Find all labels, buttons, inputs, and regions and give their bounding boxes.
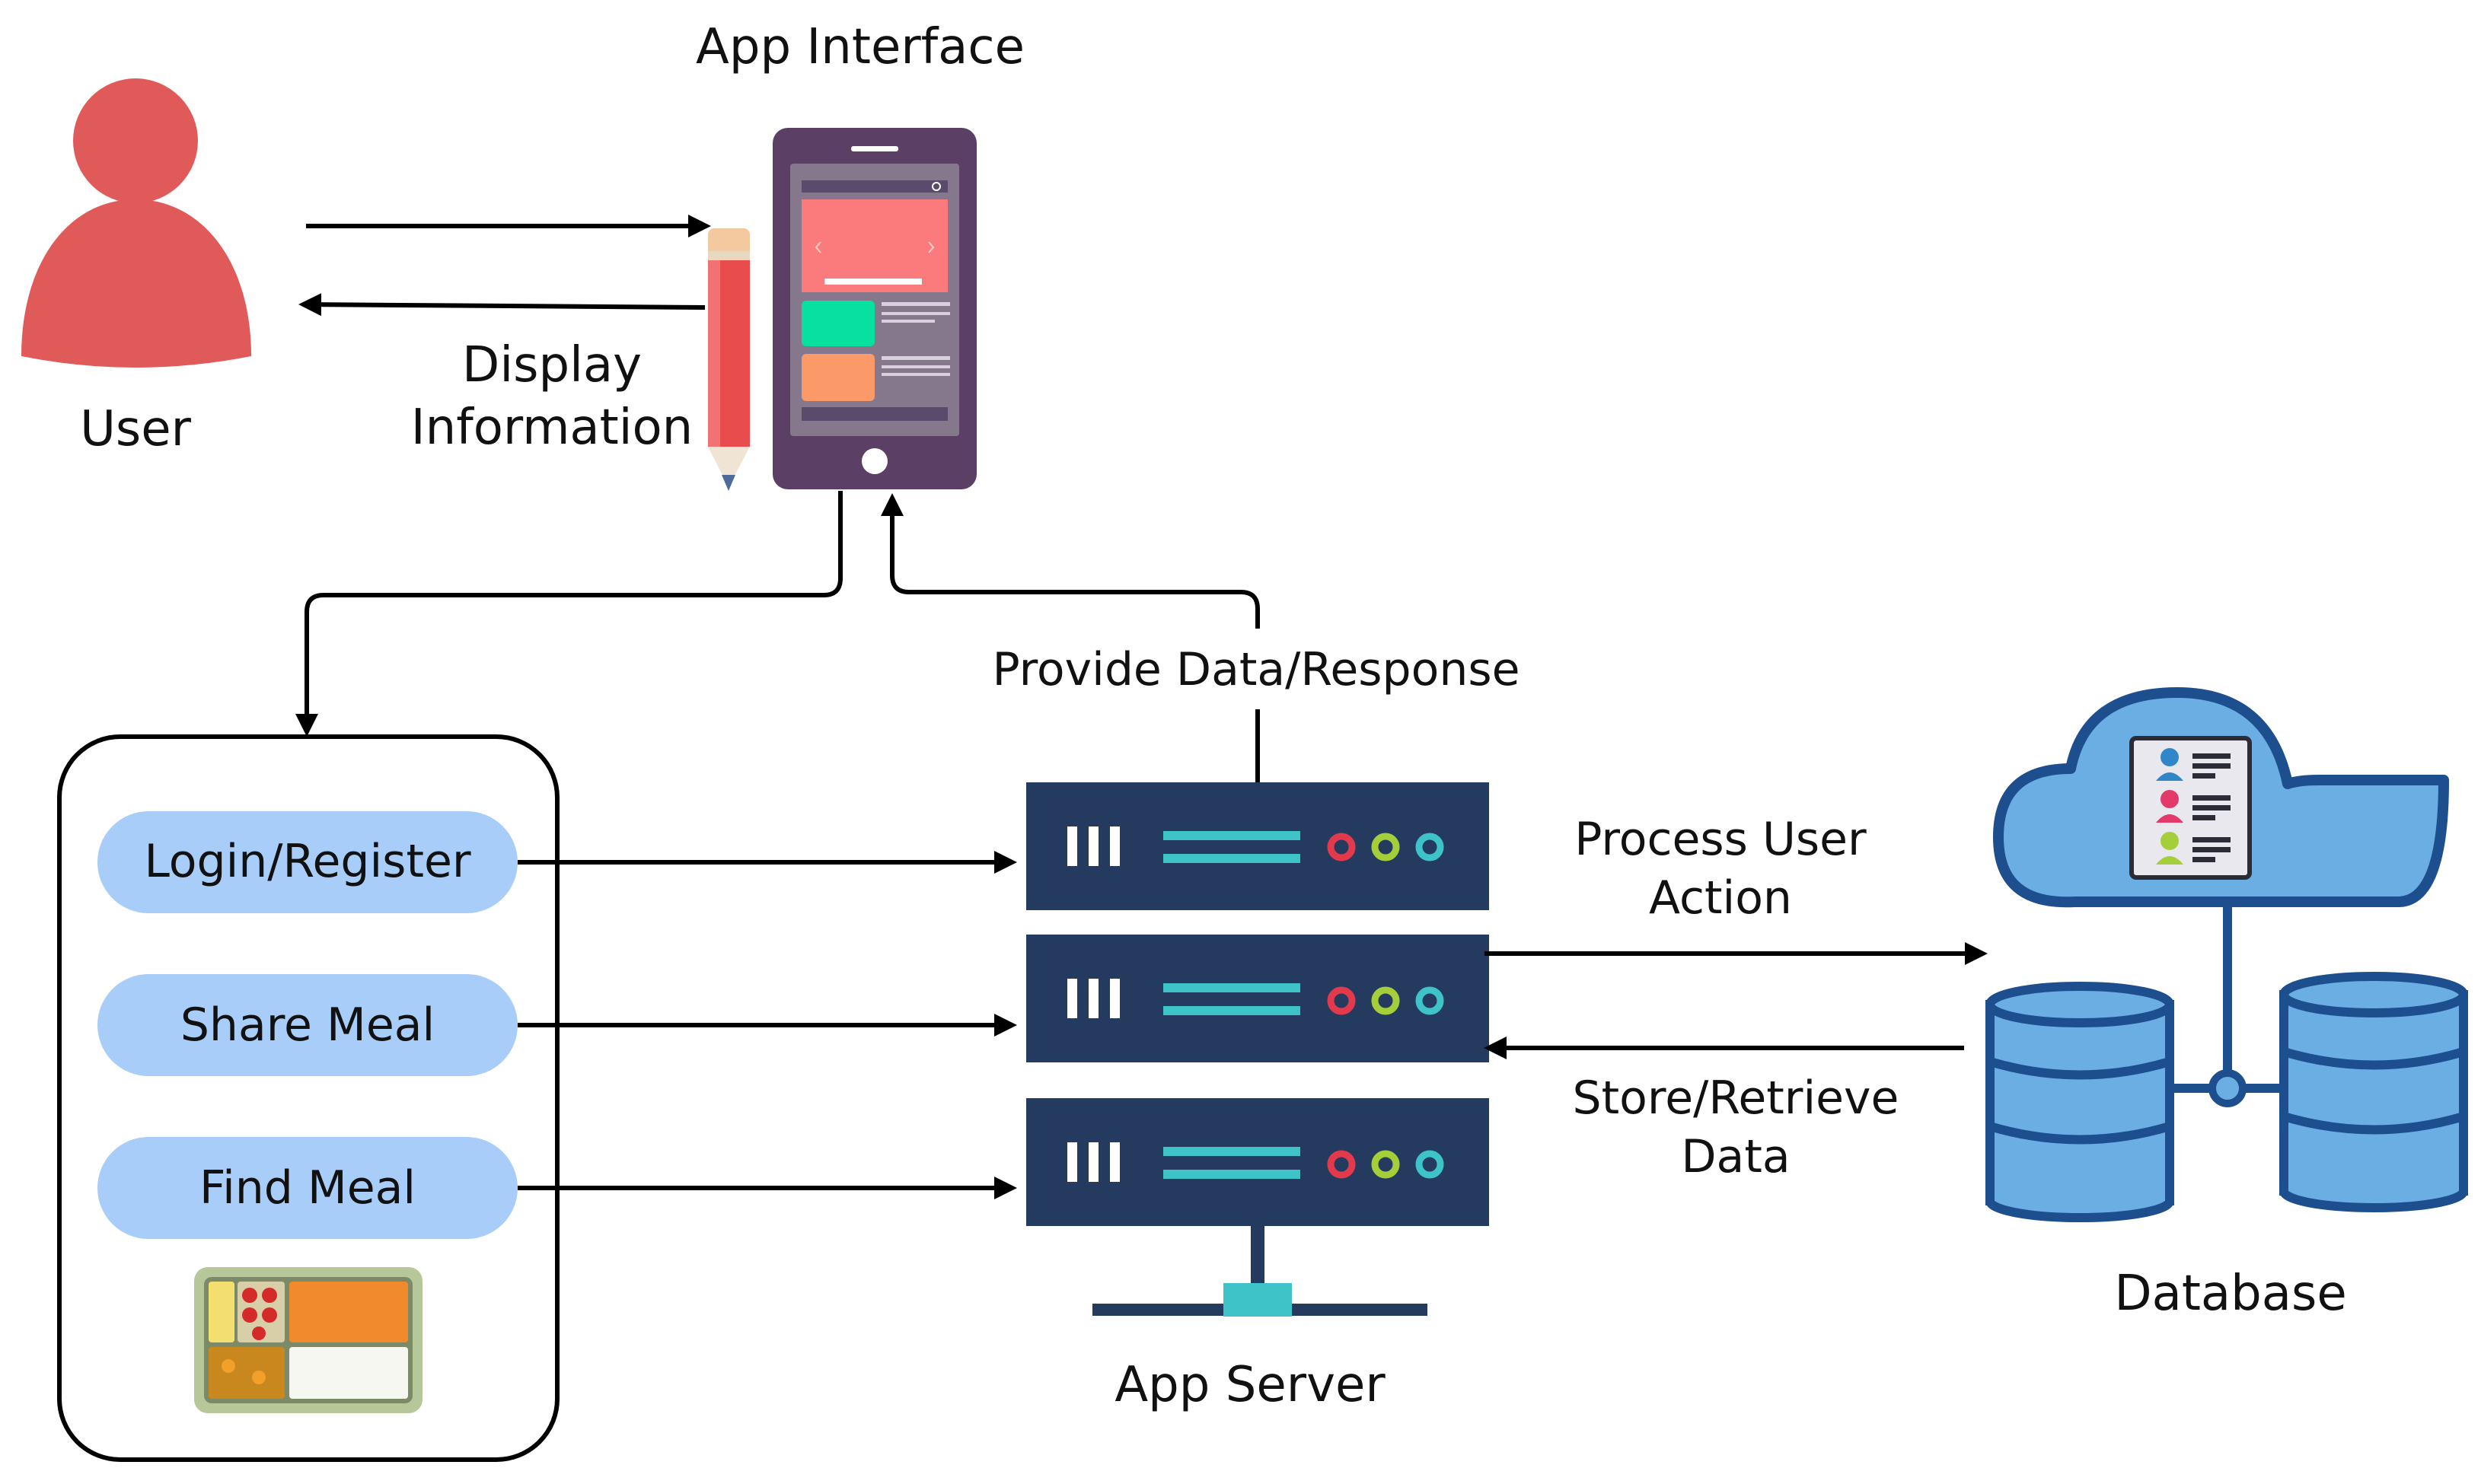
pill-login-register[interactable]: Login/Register <box>97 811 518 913</box>
server-unit <box>1026 935 1489 1062</box>
process-action-label: Process User Action <box>1530 810 1911 928</box>
provide-data-label: Provide Data/Response <box>992 643 1520 696</box>
process-action-line2: Action <box>1649 871 1792 925</box>
user-icon <box>21 78 251 368</box>
arrow-app-to-menu <box>295 491 843 737</box>
pill-share-meal[interactable]: Share Meal <box>97 974 518 1076</box>
server-unit <box>1026 1098 1489 1226</box>
pill-find-meal-label: Find Meal <box>199 1161 416 1215</box>
app-server-label: App Server <box>1115 1357 1386 1413</box>
database-label: Database <box>2114 1266 2347 1322</box>
phone-icon <box>773 128 977 489</box>
pill-share-meal-label: Share Meal <box>180 998 435 1052</box>
store-retrieve-line2: Data <box>1681 1129 1791 1183</box>
process-action-line1: Process User <box>1574 813 1867 866</box>
server-unit <box>1026 782 1489 910</box>
store-retrieve-label: Store/Retrieve Data <box>1526 1069 1945 1186</box>
display-info-label: Display Information <box>381 335 723 460</box>
display-info-line2: Information <box>410 399 694 456</box>
server-rack-icon <box>1026 782 1489 1317</box>
meal-tray-icon <box>194 1267 423 1413</box>
menu-panel <box>57 734 560 1462</box>
arrow-app-to-user <box>298 293 706 317</box>
display-info-line1: Display <box>462 337 642 393</box>
pencil-icon <box>708 228 750 491</box>
user-label: User <box>80 401 191 457</box>
database-icon <box>1985 687 2468 1222</box>
pill-find-meal[interactable]: Find Meal <box>97 1137 518 1239</box>
pill-login-register-label: Login/Register <box>144 835 470 888</box>
store-retrieve-line1: Store/Retrieve <box>1572 1072 1899 1125</box>
db-cylinder-right <box>2279 972 2468 1212</box>
arrow-server-to-app <box>881 493 1260 629</box>
app-interface-title: App Interface <box>696 19 1025 75</box>
db-cylinder-left <box>1985 982 2174 1222</box>
document-icon <box>2129 736 2252 880</box>
